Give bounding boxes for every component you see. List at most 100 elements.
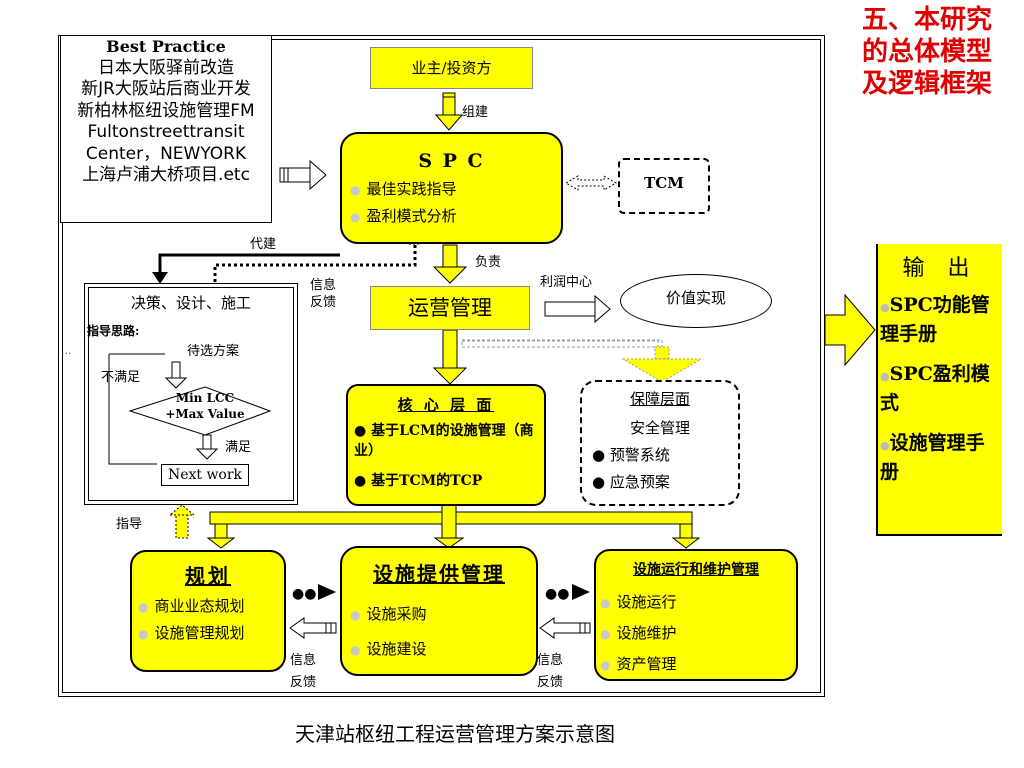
feedback-label-top: 信息 反馈 [310, 278, 337, 310]
bullet-icon: ● [600, 596, 611, 610]
provision-item: ●设施采购 [350, 605, 427, 623]
candidate-label: 待选方案 [187, 344, 240, 359]
unsatisfied-label: 不满足 [101, 370, 141, 385]
bullet-icon: ● [880, 301, 890, 314]
core-box: 核 心 层 面 ● 基于LCM的设施管理（商业） ● 基于TCM的TCP [346, 384, 546, 506]
owner-box: 业主/投资方 [370, 47, 533, 89]
best-practice-line: 上海卢浦大桥项目.etc [82, 165, 250, 185]
support-title: 保障层面 [629, 390, 690, 408]
decision-box: 决策、设计、施工 指导思路: ... 待选方案 不满足 Min LCC +Max… [61, 283, 298, 505]
provision-box: 设施提供管理 ●设施采购 ●设施建设 [340, 546, 538, 676]
support-item: ● 预警系统 [592, 446, 670, 464]
value-label: 价值实现 [665, 289, 726, 307]
arrow-bestpractice-to-spc [279, 159, 327, 191]
bullet-icon: ● [354, 473, 372, 489]
diagram-caption: 天津站枢纽工程运营管理方案示意图 [295, 722, 615, 746]
decision-ellipsis: ... [61, 344, 72, 357]
feedback-label-right: 信息 反馈 [537, 653, 564, 690]
distribution-bar [206, 499, 701, 549]
decision-flow-lines [108, 353, 272, 465]
planning-item: ●商业业态规划 [138, 597, 245, 615]
arrow-provision-to-om: ●● [545, 584, 590, 602]
form-label: 组建 [462, 105, 489, 120]
output-item: ●SPC盈利模式 [880, 363, 990, 414]
core-item: ● 基于TCM的TCP [354, 473, 483, 489]
planning-box: 规划 ●商业业态规划 ●设施管理规划 [130, 550, 286, 672]
value-ellipse: 价值实现 [620, 274, 772, 328]
om-title: 设施运行和维护管理 [633, 562, 759, 578]
corner-title-line: 及逻辑框架 [861, 69, 992, 99]
arrow-spc-to-operation [432, 244, 468, 284]
arrow-to-output [824, 293, 876, 367]
provision-title: 设施提供管理 [373, 562, 505, 586]
output-title: 输 出 [902, 256, 978, 281]
profit-center-label: 利润中心 [540, 275, 593, 290]
svg-text:●●: ●● [292, 586, 316, 602]
best-practice-heading: Best Practice [106, 37, 226, 56]
arrow-guide [168, 504, 196, 539]
corner-title-line: 五、本研究 [861, 5, 992, 35]
spc-item: ●最佳实践指导 [350, 180, 457, 198]
best-practice-box: Best Practice 日本大阪驿前改造 新JR大阪站后商业开发 新柏林枢纽… [60, 35, 272, 223]
om-item: ●资产管理 [600, 655, 677, 673]
best-practice-line: Fultonstreettransit [87, 122, 245, 142]
bullet-icon: ● [138, 627, 149, 641]
arrow-spc-tcm [565, 175, 617, 191]
tcm-box: TCM [618, 158, 710, 214]
diagram-frame-outer [58, 35, 825, 697]
spc-box: S P C ●最佳实践指导 ●盈利模式分析 [340, 132, 563, 244]
owner-label: 业主/投资方 [411, 59, 492, 77]
output-item: ●SPC功能管理手册 [880, 294, 990, 345]
operation-label: 运营管理 [408, 296, 492, 320]
spc-item: ●盈利模式分析 [350, 207, 457, 225]
svg-text:●●: ●● [545, 586, 569, 602]
provision-item: ●设施建设 [350, 640, 427, 658]
arrow-operation-to-value [544, 294, 611, 324]
core-title: 核 心 层 面 [397, 396, 495, 414]
diamond-line: Min LCC [175, 391, 235, 405]
arrow-planning-to-provision: ●● [292, 584, 336, 602]
best-practice-line: Center，NEWYORK [85, 143, 247, 164]
planning-title: 规划 [185, 564, 231, 588]
bullet-icon: ● [600, 658, 611, 672]
arrow-feedback-right [539, 617, 591, 639]
support-box: 保障层面 安全管理 ● 预警系统 ● 应急预案 [580, 380, 740, 506]
decision-diamond: Min LCC +Max Value [155, 390, 255, 422]
bullet-icon: ● [880, 370, 890, 383]
tcm-label: TCM [644, 174, 684, 192]
arrow-operation-to-support [461, 339, 703, 383]
core-item: ● 基于LCM的设施管理（商业） [354, 423, 534, 459]
om-box: 设施运行和维护管理 ●设施运行 ●设施维护 ●资产管理 [594, 549, 798, 681]
bullet-icon: ● [354, 423, 372, 439]
responsible-label: 负责 [475, 255, 502, 270]
bullet-icon: ● [350, 608, 361, 622]
om-item: ●设施运行 [600, 593, 677, 611]
arrow-delegate [152, 233, 422, 284]
decision-title: 决策、设计、施工 [130, 294, 251, 312]
bullet-icon: ● [592, 446, 610, 464]
diagram-frame-inner [62, 39, 821, 693]
arrow-owner-to-spc [434, 92, 464, 131]
next-work-box: Next work [161, 464, 249, 486]
output-box: 输 出 ●SPC功能管理手册 ●SPC盈利模式 ●设施管理手册 [876, 244, 1002, 536]
bullet-icon: ● [350, 183, 361, 197]
diamond-line: +Max Value [165, 407, 245, 421]
bullet-icon: ● [138, 600, 149, 614]
corner-title-line: 的总体模型 [861, 37, 992, 67]
next-work-label: Next work [167, 467, 243, 483]
arrow-feedback-left [289, 617, 337, 639]
best-practice-line: 新柏林枢纽设施管理FM [77, 100, 255, 121]
bullet-icon: ● [600, 627, 611, 641]
feedback-label-left: 信息 反馈 [290, 653, 317, 690]
support-item: 安全管理 [629, 419, 690, 437]
best-practice-line: 新JR大阪站后商业开发 [81, 79, 251, 99]
best-practice-line: 日本大阪驿前改造 [98, 57, 234, 78]
bullet-icon: ● [880, 439, 890, 452]
om-item: ●设施维护 [600, 624, 677, 642]
bullet-icon: ● [350, 210, 361, 224]
support-item: ● 应急预案 [592, 473, 670, 491]
operation-box: 运营管理 [370, 286, 530, 330]
decision-guide: 指导思路: [87, 324, 140, 338]
arrow-operation-to-core [432, 329, 468, 385]
spc-title: S P C [418, 150, 485, 172]
